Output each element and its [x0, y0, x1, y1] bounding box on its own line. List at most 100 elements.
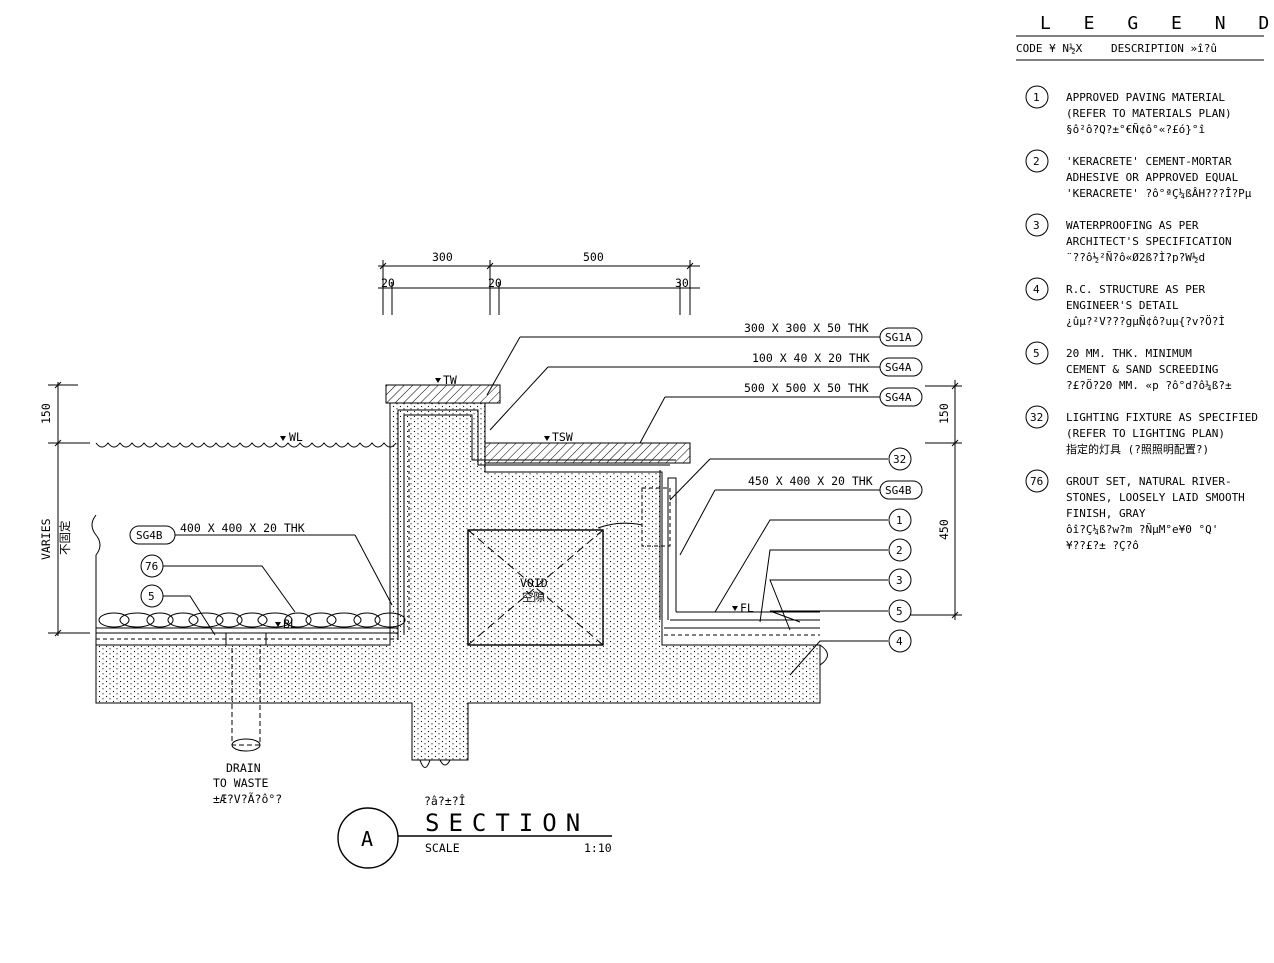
right-callout-tag: 5 — [896, 605, 903, 618]
callout-sg4a-1-tag: SG4A — [885, 361, 912, 374]
legend-code-header: CODE ¥ N½X — [1016, 42, 1083, 55]
light-fixture — [641, 487, 671, 547]
legend-item-line: STONES, LOOSELY LAID SMOOTH — [1066, 491, 1245, 504]
legend-item-line: ADHESIVE OR APPROVED EQUAL — [1066, 171, 1239, 184]
legend-item-code: 4 — [1033, 283, 1040, 296]
level-tsw: TSW — [552, 430, 573, 444]
legend-item-code: 2 — [1033, 155, 1040, 168]
legend-item-line: (REFER TO MATERIALS PLAN) — [1066, 107, 1232, 120]
right-callout-tag: 4 — [896, 635, 903, 648]
legend-item-line: §ô²ô?Q?±°€Ñ¢ô°«?£ó}°î — [1066, 123, 1205, 136]
legend-item-line: ¥??£?± ?Ç?ô — [1066, 539, 1139, 552]
top-dimensions: 300 500 20 20 30 — [378, 250, 700, 315]
legend: L E G E N D 列表 CODE ¥ N½X DESCRIPTION »î… — [1016, 13, 1274, 552]
legend-item-code: 3 — [1033, 219, 1040, 232]
legend-description-header: DESCRIPTION »î?û — [1111, 42, 1217, 55]
level-tw: TW — [443, 373, 457, 387]
section-marker: A — [361, 827, 373, 851]
legend-item: 32 LIGHTING FIXTURE AS SPECIFIED (REFER TO… — [1025, 405, 1258, 456]
section-title-block: A ?â?±?Î SECTION SCALE 1:10 — [337, 793, 612, 869]
callout-sg1a-text: 300 X 300 X 50 THK — [744, 321, 869, 335]
legend-item-line: R.C. STRUCTURE AS PER — [1066, 283, 1205, 296]
callouts: 300 X 300 X 50 THK SG1A 100 X 40 X 20 TH… — [129, 321, 923, 676]
legend-item-line: 指定的灯具 (?照照明配置?) — [1066, 442, 1209, 456]
river-stones — [98, 612, 406, 628]
legend-item-line: 20 MM. THK. MINIMUM — [1066, 347, 1192, 360]
level-bl: BL — [283, 617, 297, 631]
legend-item: 3 WATERPROOFING AS PER ARCHITECT'S SPECIFI… — [1025, 213, 1232, 264]
callout-sg4b-r-text: 450 X 400 X 20 THK — [748, 474, 873, 488]
callout-sg4a-2-tag: SG4A — [885, 391, 912, 404]
legend-item-code: 76 — [1030, 475, 1043, 488]
void-label-cn: 空隙 — [522, 590, 545, 604]
legend-item-code: 5 — [1033, 347, 1040, 360]
coping-sg1a — [385, 384, 501, 404]
drain-line-2: TO WASTE — [213, 776, 268, 790]
dim-left-varies-cn: 不固定 — [58, 520, 72, 555]
callout-sg4b-r-tag: SG4B — [885, 484, 912, 497]
level-fl: FL — [740, 601, 754, 615]
dim-left-150: 150 — [39, 403, 53, 424]
callout-sg4a-1-text: 100 X 40 X 20 THK — [752, 351, 870, 365]
section-title: SECTION — [425, 809, 589, 837]
callout-screed-tag: 5 — [148, 590, 155, 603]
right-callout-tag: 3 — [896, 574, 903, 587]
void-box — [467, 529, 604, 646]
void-label: VOID — [520, 576, 548, 590]
legend-item: 5 20 MM. THK. MINIMUM CEMENT & SAND SCREED… — [1025, 341, 1232, 392]
legend-item-line: ENGINEER'S DETAIL — [1066, 299, 1179, 312]
legend-item-line: APPROVED PAVING MATERIAL — [1066, 91, 1225, 104]
drain-line-1: DRAIN — [226, 761, 261, 775]
legend-item: 4 R.C. STRUCTURE AS PER ENGINEER'S DETAIL ¿… — [1025, 277, 1225, 328]
section-scale-value: 1:10 — [584, 841, 612, 855]
callout-light-tag: 32 — [893, 453, 906, 466]
callout-sg4a-2-text: 500 X 500 X 50 THK — [744, 381, 869, 395]
legend-item: 1 APPROVED PAVING MATERIAL (REFER TO MATER… — [1025, 85, 1232, 136]
dim-right-450: 450 — [937, 519, 951, 540]
water-line — [95, 442, 397, 448]
legend-title: L E G E N D 列表 — [1040, 13, 1274, 34]
legend-item-line: WATERPROOFING AS PER — [1066, 219, 1199, 232]
right-callout-tags: 1 2 3 5 4 — [714, 508, 912, 676]
right-dimensions: 150 450 — [910, 380, 962, 620]
callout-sg1a-tag: SG1A — [885, 331, 912, 344]
section-scale-label: SCALE — [425, 841, 460, 855]
legend-item-line: ¨??ô½²Ñ?ô«Ø2ß?Ì?p?W½d — [1066, 251, 1205, 264]
dim-left-varies: VARIES — [39, 518, 53, 560]
level-wl: WL — [289, 430, 303, 444]
legend-item-line: GROUT SET, NATURAL RIVER- — [1066, 475, 1232, 488]
right-callout-tag: 1 — [896, 514, 903, 527]
dim-500: 500 — [583, 250, 604, 264]
dim-20-a: 20 — [381, 276, 395, 290]
callout-stones-tag: 76 — [145, 560, 158, 573]
legend-item: 76 GROUT SET, NATURAL RIVER- STONES, LOOSE… — [1025, 469, 1245, 552]
drain-line-3: ±Æ?V?Ã?ô°? — [213, 791, 282, 806]
dim-right-150: 150 — [937, 403, 951, 424]
right-callout-tag: 2 — [896, 544, 903, 557]
concrete-structure — [95, 402, 821, 761]
dim-20-b: 20 — [488, 276, 502, 290]
coping-sg4a — [484, 442, 691, 464]
dim-30: 30 — [675, 276, 689, 290]
legend-item-line: LIGHTING FIXTURE AS SPECIFIED — [1066, 411, 1258, 424]
callout-sg4b-l-text: 400 X 400 X 20 THK — [180, 521, 305, 535]
legend-items: 1 APPROVED PAVING MATERIAL (REFER TO MATER… — [1025, 85, 1258, 552]
dim-300: 300 — [432, 250, 453, 264]
legend-item-line: ARCHITECT'S SPECIFICATION — [1066, 235, 1232, 248]
legend-item-line: CEMENT & SAND SCREEDING — [1066, 363, 1218, 376]
legend-item-line: ¿ûµ?²V???gµÑ¢ô?uµ{?v?Ö?Ì — [1066, 315, 1225, 328]
callout-sg4b-l-tag: SG4B — [136, 529, 163, 542]
legend-item-line: FINISH, GRAY — [1066, 507, 1146, 520]
legend-item-code: 32 — [1030, 411, 1043, 424]
legend-item-line: 'KERACRETE' CEMENT-MORTAR — [1066, 155, 1232, 168]
section-chinese-title: ?â?±?Î — [424, 793, 466, 808]
legend-item-line: 'KERACRETE' ?ô°ªÇ¼ßÂH???Î?Pµ — [1066, 187, 1252, 200]
left-dimensions: 150 VARIES 不固定 — [39, 381, 90, 637]
legend-item-line: (REFER TO LIGHTING PLAN) — [1066, 427, 1225, 440]
legend-item-code: 1 — [1033, 91, 1040, 104]
level-markers: TW WL TSW FL BL — [275, 373, 754, 631]
drain-label: DRAIN TO WASTE ±Æ?V?Ã?ô°? — [213, 761, 282, 806]
legend-item-line: ôî?Ç¼ß?w?m ?ÑµM°e¥0 °Q' — [1066, 523, 1218, 536]
legend-item: 2 'KERACRETE' CEMENT-MORTAR ADHESIVE OR AP… — [1025, 149, 1252, 200]
